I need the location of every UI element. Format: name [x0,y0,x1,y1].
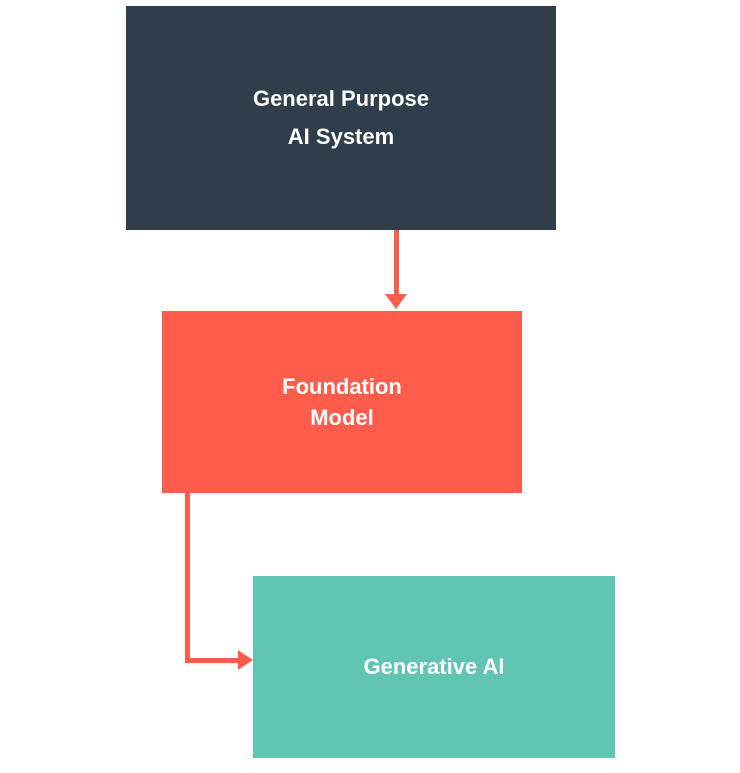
node-label-line: Generative AI [363,654,505,679]
node-general-purpose-ai-system: General Purpose AI System [126,6,556,230]
edge-gpai-to-foundation-line [394,230,399,296]
arrow-down-icon [385,294,407,309]
node-foundation-model: Foundation Model [162,311,522,493]
node-label-line: Model [310,405,374,430]
edge-foundation-to-generative-hline [185,658,238,663]
arrow-right-icon [238,650,253,670]
node-label-line: Foundation [282,374,402,399]
node-generative-ai: Generative AI [253,576,615,758]
node-label-line: General Purpose [252,86,430,111]
node-label-line: AI System [287,124,395,149]
node-label: Generative AI [363,653,504,681]
node-label: Foundation Model [282,371,402,433]
edge-foundation-to-generative-vline [185,493,190,663]
node-label: General Purpose AI System [253,80,429,156]
